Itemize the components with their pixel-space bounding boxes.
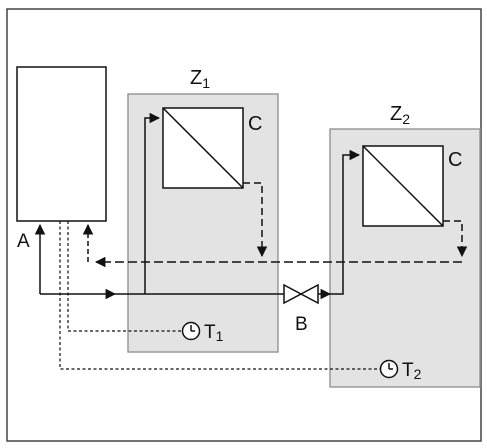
thermostat-1-label: T1 <box>204 322 224 344</box>
emitter-2-diagonal <box>362 145 444 227</box>
zone-1-return-drop <box>243 182 268 258</box>
emitter-1-diagonal <box>162 107 244 189</box>
emitter-1-label: C <box>248 113 262 135</box>
thermostat-1-icon <box>181 321 201 341</box>
emitter-2-label: C <box>448 149 462 171</box>
valve-left-triangle <box>283 283 303 305</box>
zone-1-feed <box>144 112 161 294</box>
boiler-label: A <box>17 231 30 252</box>
valve-right-triangle <box>299 283 319 305</box>
zone-2-label: Z2 <box>390 103 410 127</box>
zone-2-return-drop <box>443 220 468 258</box>
boiler-box <box>16 66 107 222</box>
thermostat-2-label: T2 <box>402 360 422 382</box>
zone-2-feed <box>330 149 361 295</box>
thermostat-1-wire <box>67 221 182 332</box>
valve-label: B <box>295 314 308 335</box>
zone-1-label: Z1 <box>190 67 210 91</box>
thermostat-2-icon <box>379 359 399 379</box>
